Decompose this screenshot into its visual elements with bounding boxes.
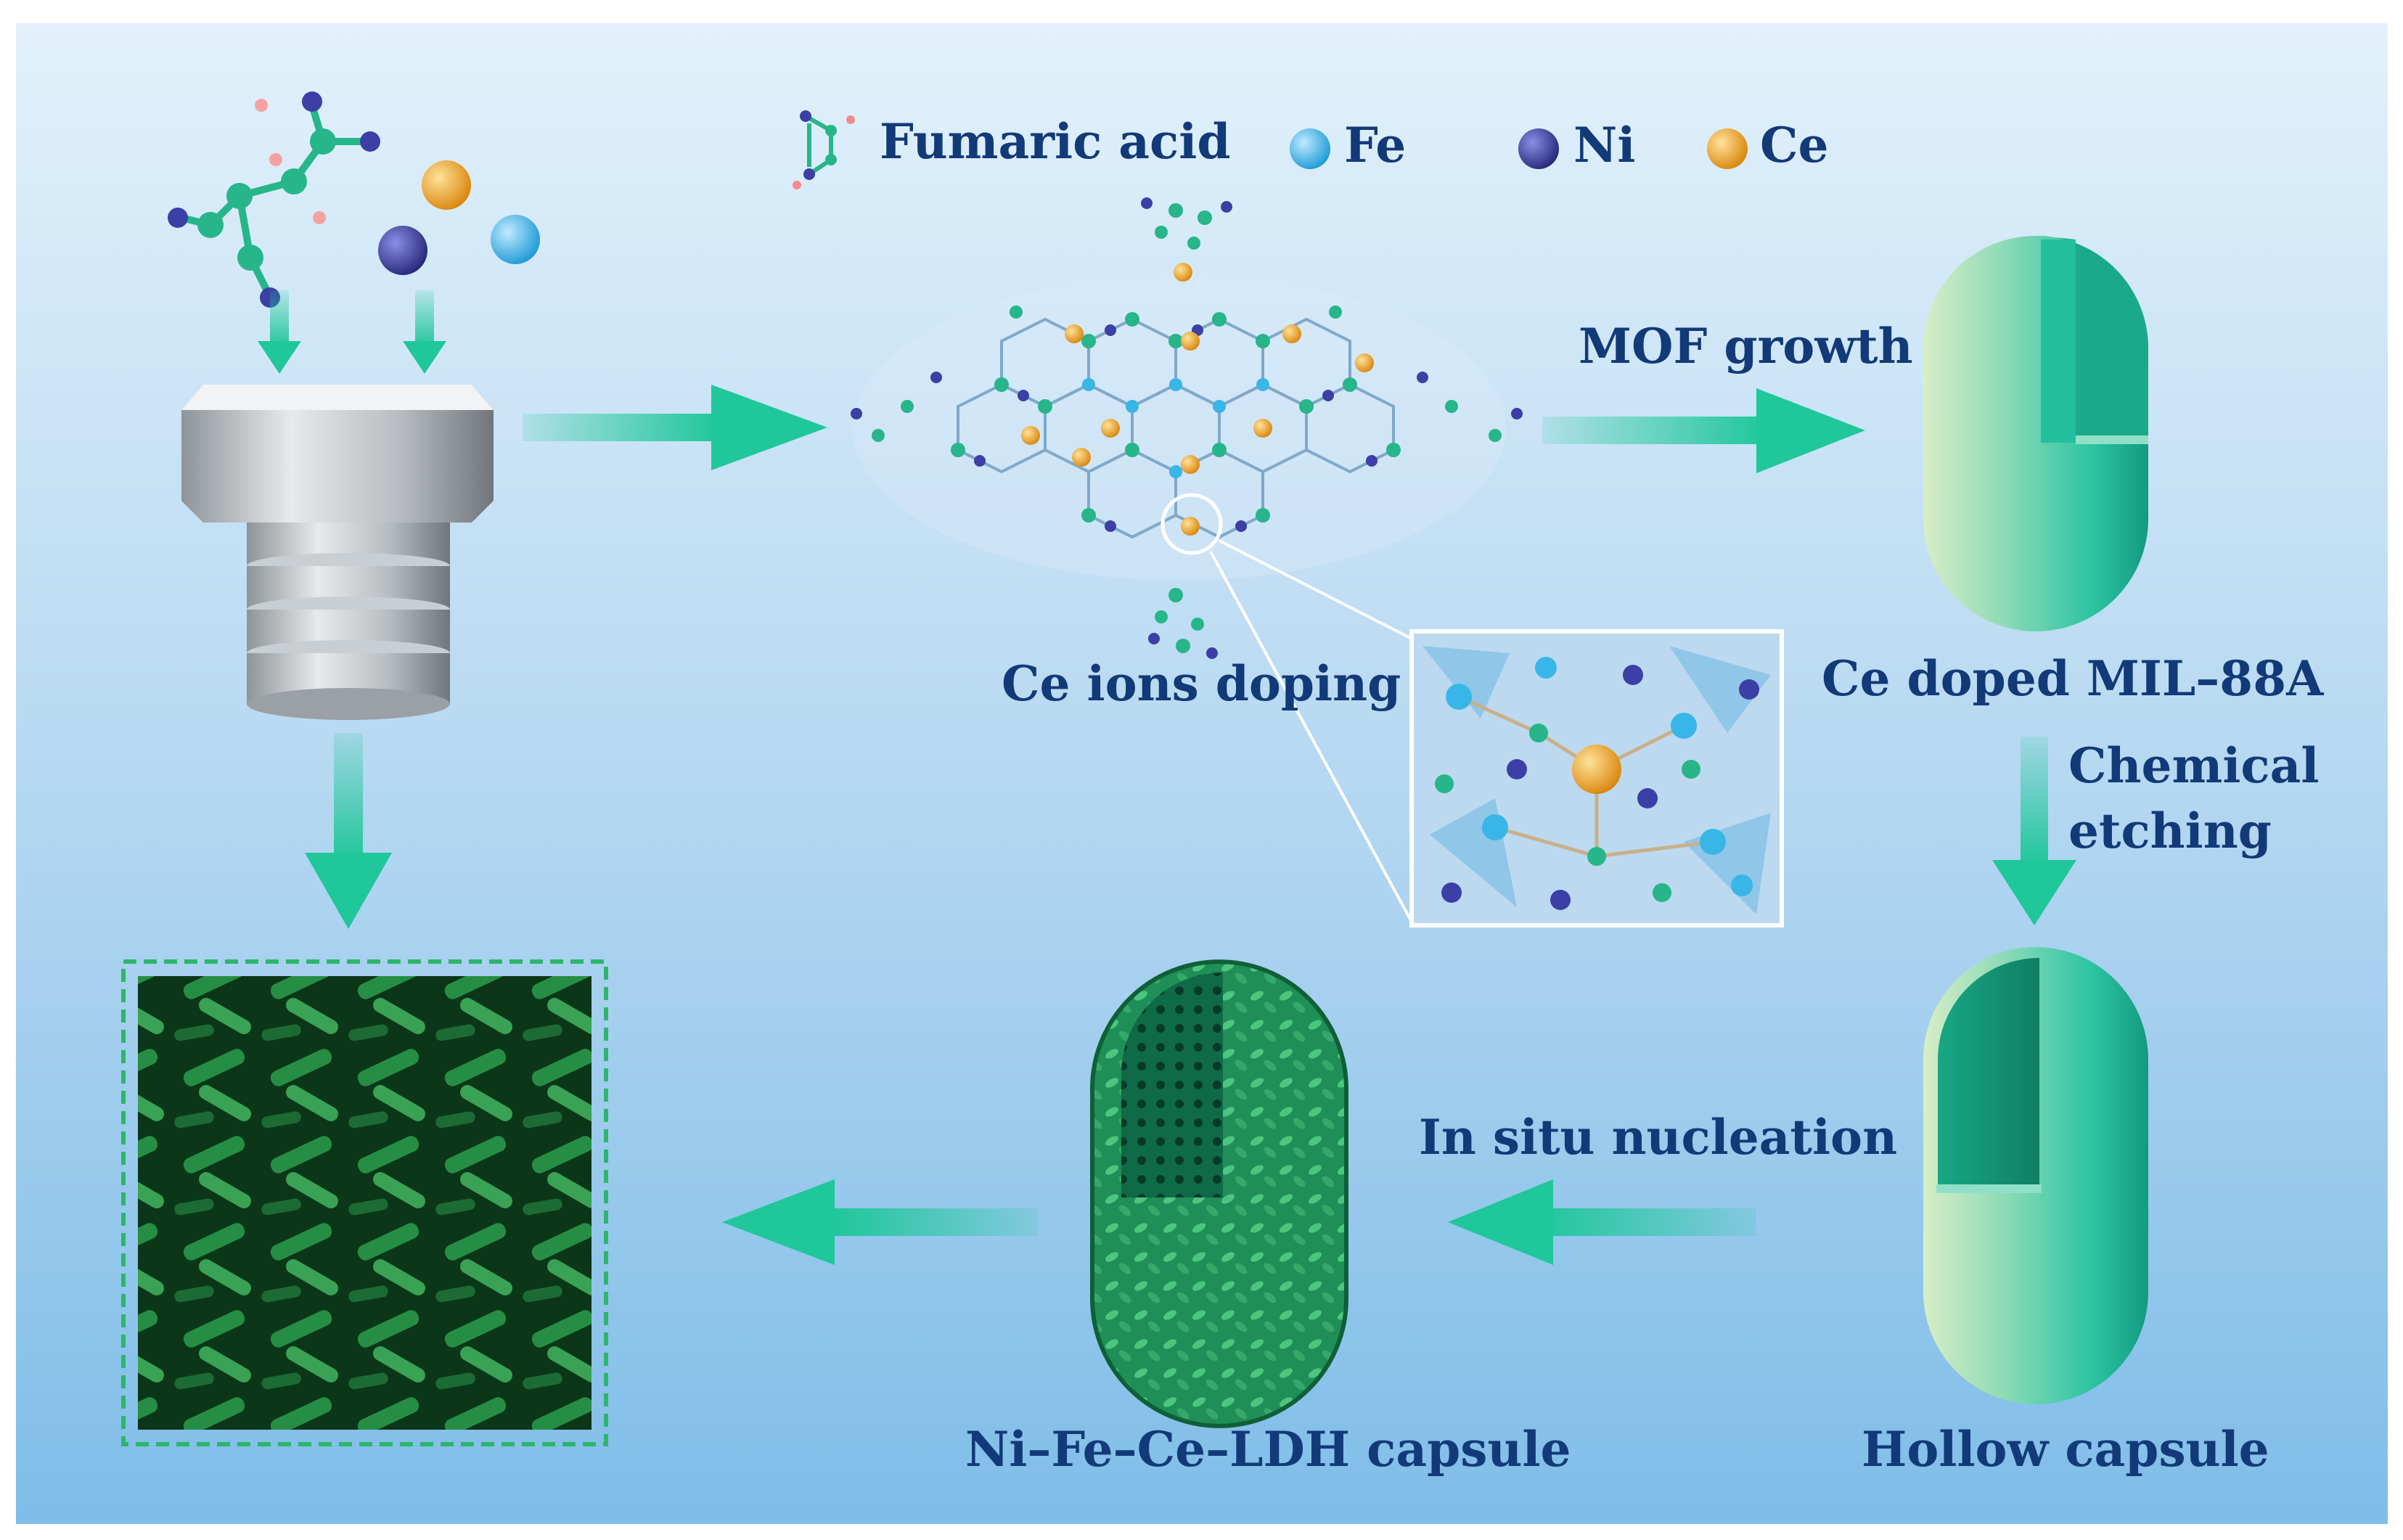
hollow-capsule-icon bbox=[1923, 947, 2148, 1404]
in-situ-nucleation-label: In situ nucleation bbox=[1419, 1110, 1897, 1166]
ni-fe-ce-ldh-capsule-icon bbox=[1092, 962, 1346, 1426]
ldh-capsule-label: Ni–Fe–Ce–LDH capsule bbox=[965, 1422, 1571, 1478]
ce-ions-doping-label: Ce ions doping bbox=[1002, 657, 1401, 712]
ni-legend-icon bbox=[1518, 128, 1559, 169]
fe-legend-icon bbox=[1290, 128, 1330, 169]
ni-ion-icon bbox=[378, 226, 427, 275]
legend-fumaric-acid-label: Fumaric acid bbox=[880, 115, 1230, 170]
ce-doped-mil88a-label: Ce doped MIL–88A bbox=[1822, 652, 2323, 707]
ce-doped-mil88a-capsule-icon bbox=[1923, 236, 2148, 631]
chemical-etching-label-line2: etching bbox=[2068, 804, 2272, 859]
legend-fe-label: Fe bbox=[1344, 118, 1406, 173]
hollow-capsule-label: Hollow capsule bbox=[1862, 1422, 2269, 1478]
legend-ce-label: Ce bbox=[1760, 118, 1829, 173]
mof-growth-label: MOF growth bbox=[1579, 319, 1913, 374]
ce-legend-icon bbox=[1707, 128, 1748, 169]
legend-ni-label: Ni bbox=[1573, 118, 1635, 173]
ce-ion-icon bbox=[422, 160, 471, 210]
sem-image bbox=[123, 962, 606, 1444]
chemical-etching-label-line1: Chemical bbox=[2068, 739, 2319, 794]
fe-ion-icon bbox=[491, 215, 540, 264]
ce-doping-zoom-inset bbox=[1412, 631, 1782, 925]
